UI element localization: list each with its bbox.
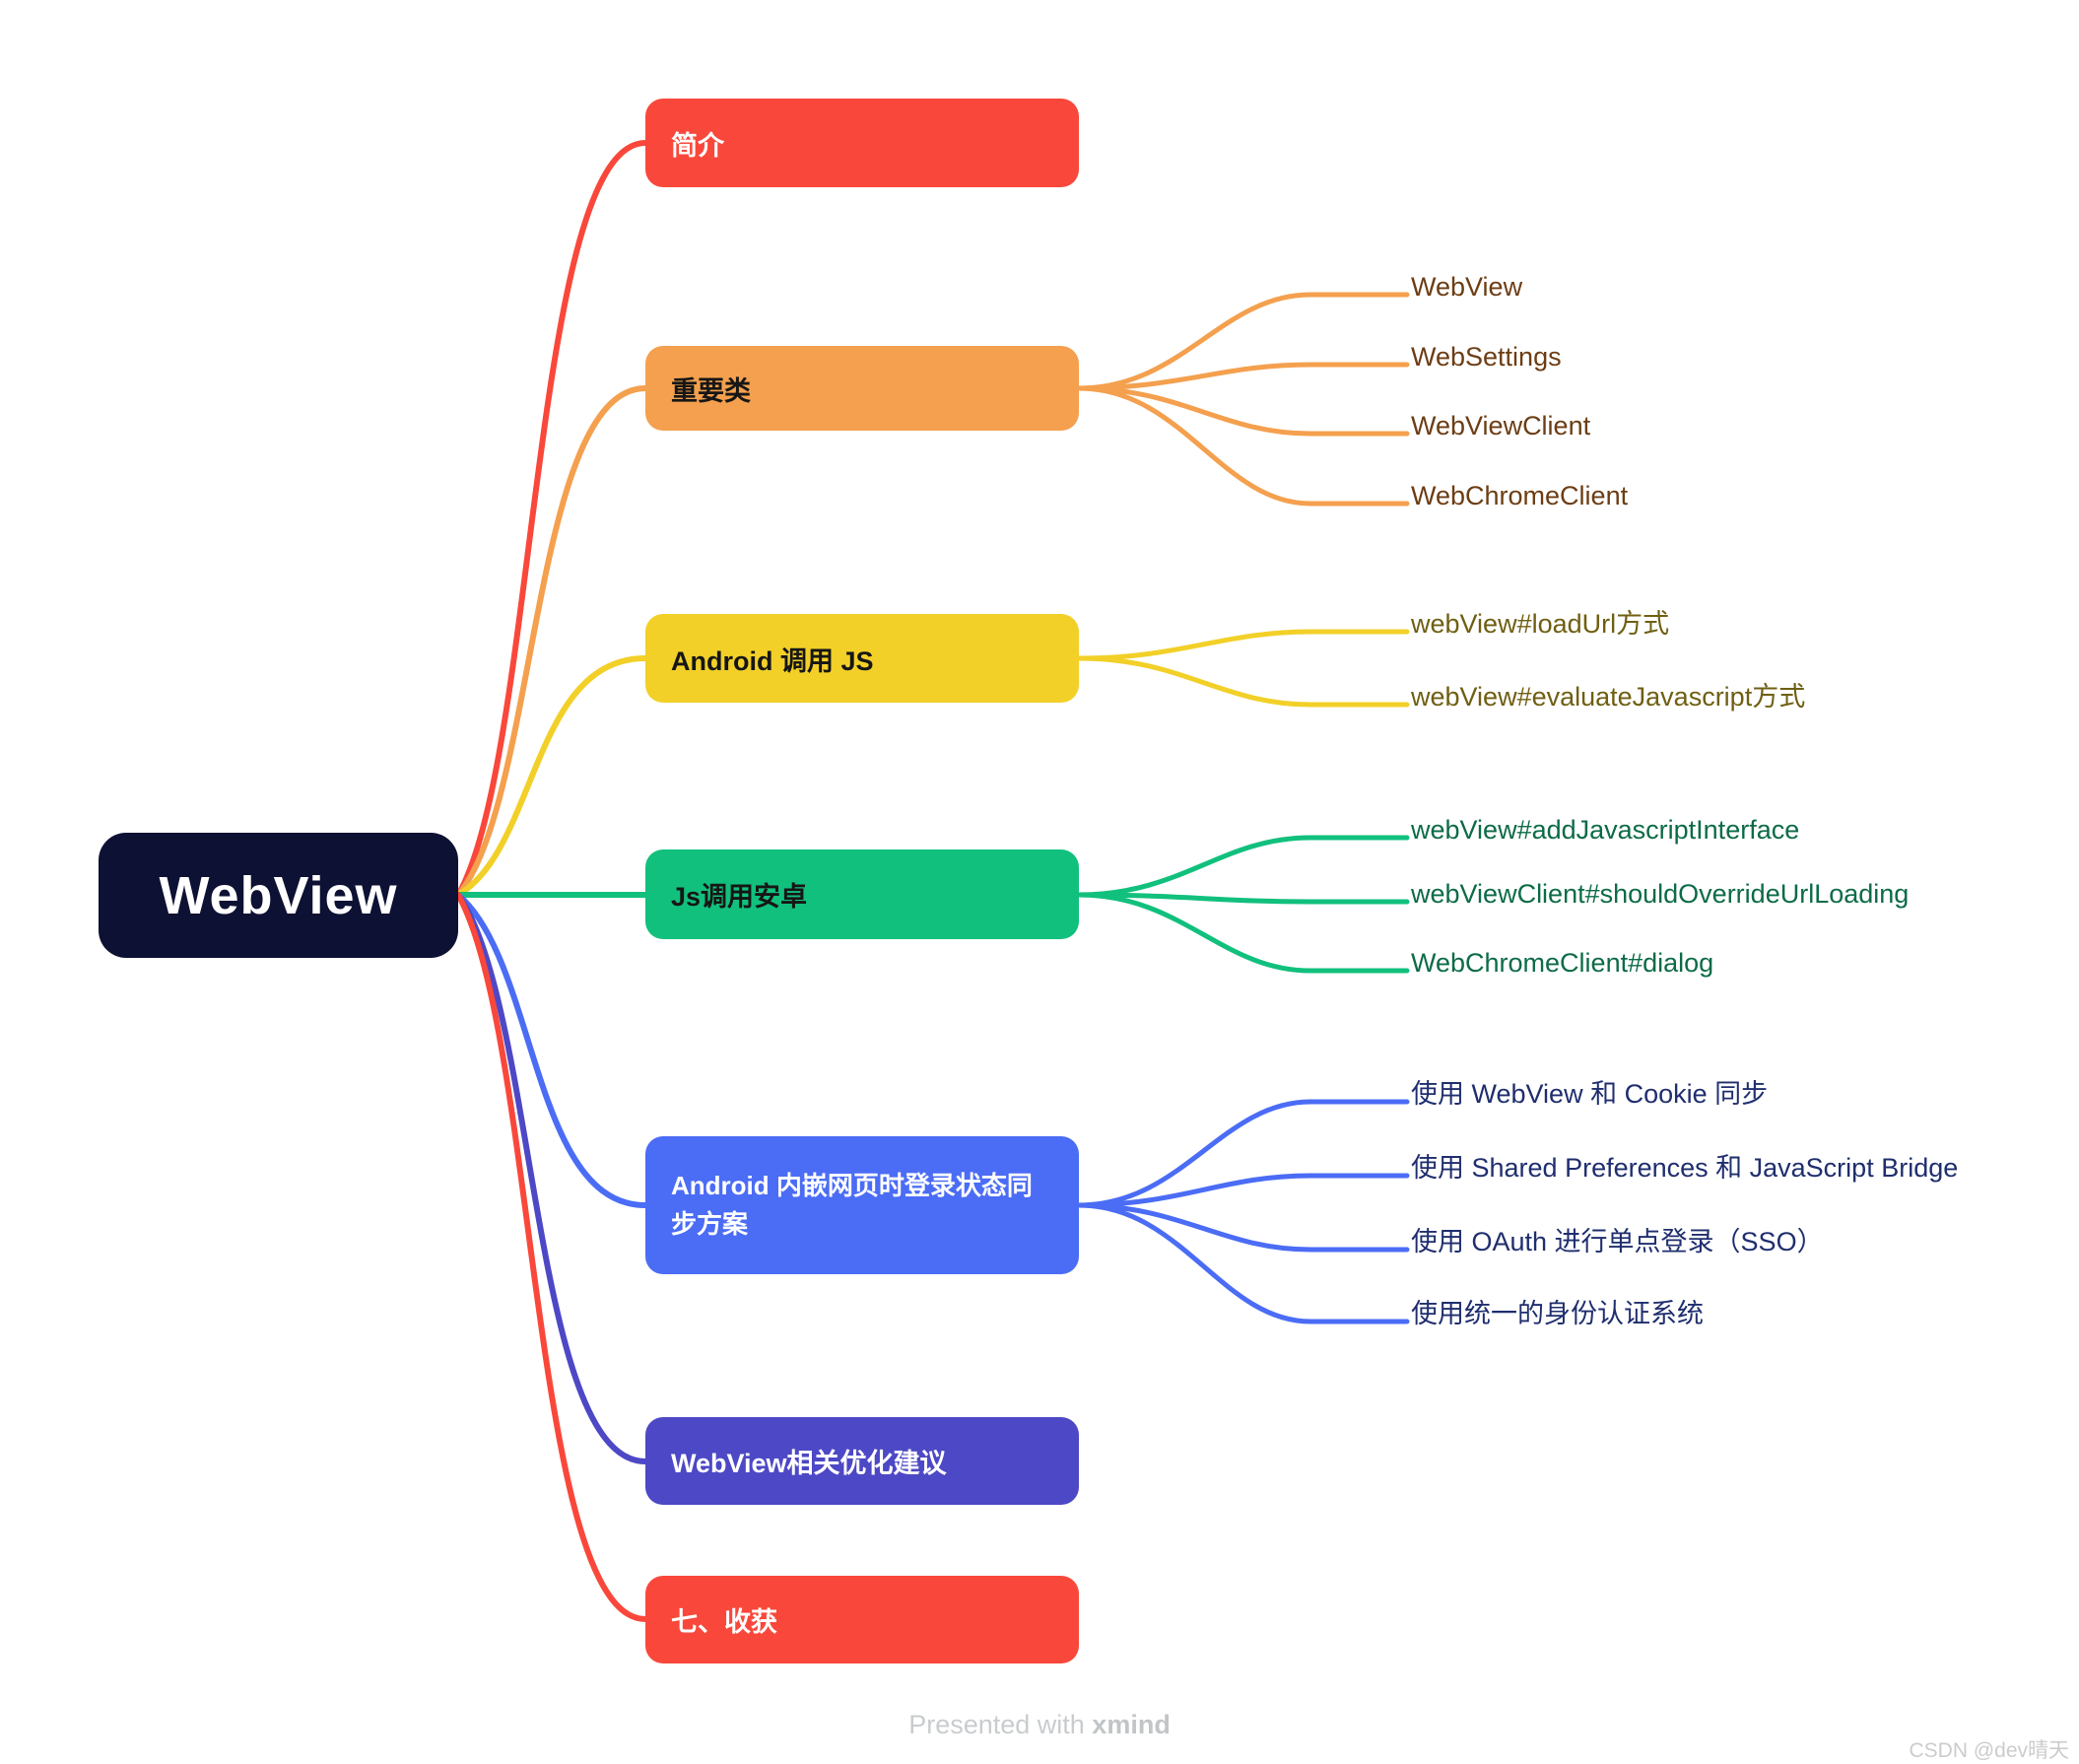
- connector-jsandroid-child-2: [1076, 892, 1410, 974]
- connector-root-intro: [455, 140, 648, 898]
- csdn-watermark: CSDN @dev晴天: [1909, 1739, 2069, 1762]
- root-node[interactable]: WebView: [99, 833, 458, 958]
- connector-root-androidjs: [455, 655, 648, 898]
- child-topic-loadurl[interactable]: webView#loadUrl方式: [1411, 609, 1670, 639]
- presented-with-xmind-footer: Presented with xmind: [0, 1710, 2079, 1740]
- branch-label-js-call-android: Js调用安卓: [671, 882, 808, 912]
- connector-loginsync-child-2: [1076, 1202, 1410, 1253]
- branch-node-intro[interactable]: 简介: [645, 99, 1079, 187]
- connector-androidjs-child-0: [1076, 629, 1410, 661]
- branch-node-important-classes[interactable]: 重要类: [645, 346, 1079, 431]
- connector-loginsync-child-3: [1076, 1202, 1410, 1324]
- xmind-brand: xmind: [1092, 1710, 1171, 1739]
- root-label: WebView: [159, 865, 398, 925]
- connector-loginsync-child-1: [1076, 1173, 1410, 1208]
- connector-root-loginsync: [455, 892, 648, 1208]
- connector-classes-child-2: [1076, 385, 1410, 437]
- connector-androidjs-child-1: [1076, 655, 1410, 708]
- connector-root-classes: [455, 385, 648, 898]
- child-topic-cookie-sync[interactable]: 使用 WebView 和 Cookie 同步: [1411, 1079, 1769, 1109]
- child-topic-oauth-sso[interactable]: 使用 OAuth 进行单点登录（SSO）: [1411, 1227, 1824, 1256]
- branch-label-important-classes: 重要类: [671, 375, 751, 406]
- connector-jsandroid-child-0: [1076, 835, 1410, 898]
- footer-prefix: Presented with: [908, 1710, 1093, 1739]
- child-topic-webviewclient[interactable]: WebViewClient: [1411, 411, 1591, 441]
- connector-loginsync-child-0: [1076, 1099, 1410, 1208]
- child-topic-addjavascriptinterface[interactable]: webView#addJavascriptInterface: [1411, 815, 1800, 845]
- branch-label-intro: 简介: [671, 130, 724, 161]
- branch-label-login-sync: Android 内嵌网页时登录状态同步方案: [671, 1171, 1033, 1239]
- branch-node-android-call-js[interactable]: Android 调用 JS: [645, 614, 1079, 703]
- child-topic-webchromeclient[interactable]: WebChromeClient: [1411, 481, 1629, 510]
- branch-label-optimization: WebView相关优化建议: [671, 1449, 947, 1478]
- branch-label-android-call-js: Android 调用 JS: [671, 645, 874, 676]
- connector-classes-child-3: [1076, 385, 1410, 507]
- child-topic-shouldoverrideurlloading[interactable]: webViewClient#shouldOverrideUrlLoading: [1411, 879, 1910, 909]
- connector-classes-child-1: [1076, 362, 1410, 391]
- connector-classes-child-0: [1076, 292, 1410, 391]
- child-topic-websettings[interactable]: WebSettings: [1411, 342, 1562, 372]
- child-topic-evaluatejavascript[interactable]: webView#evaluateJavascript方式: [1411, 682, 1806, 712]
- connector-jsandroid-child-1: [1076, 892, 1410, 905]
- child-topic-webview[interactable]: WebView: [1411, 272, 1523, 302]
- child-topic-webchromeclient-dialog[interactable]: WebChromeClient#dialog: [1411, 948, 1714, 978]
- child-topic-unified-auth[interactable]: 使用统一的身份认证系统: [1411, 1299, 1704, 1328]
- branch-label-harvest: 七、收获: [671, 1607, 777, 1637]
- connector-root-optimization: [455, 892, 648, 1464]
- branch-node-harvest[interactable]: 七、收获: [645, 1576, 1079, 1663]
- connector-root-harvest: [455, 892, 648, 1622]
- branch-node-optimization[interactable]: WebView相关优化建议: [645, 1417, 1079, 1505]
- child-topic-sharedpreferences-bridge[interactable]: 使用 Shared Preferences 和 JavaScript Bridg…: [1411, 1153, 1959, 1183]
- branch-node-login-sync[interactable]: Android 内嵌网页时登录状态同步方案: [645, 1136, 1079, 1274]
- branch-node-js-call-android[interactable]: Js调用安卓: [645, 849, 1079, 939]
